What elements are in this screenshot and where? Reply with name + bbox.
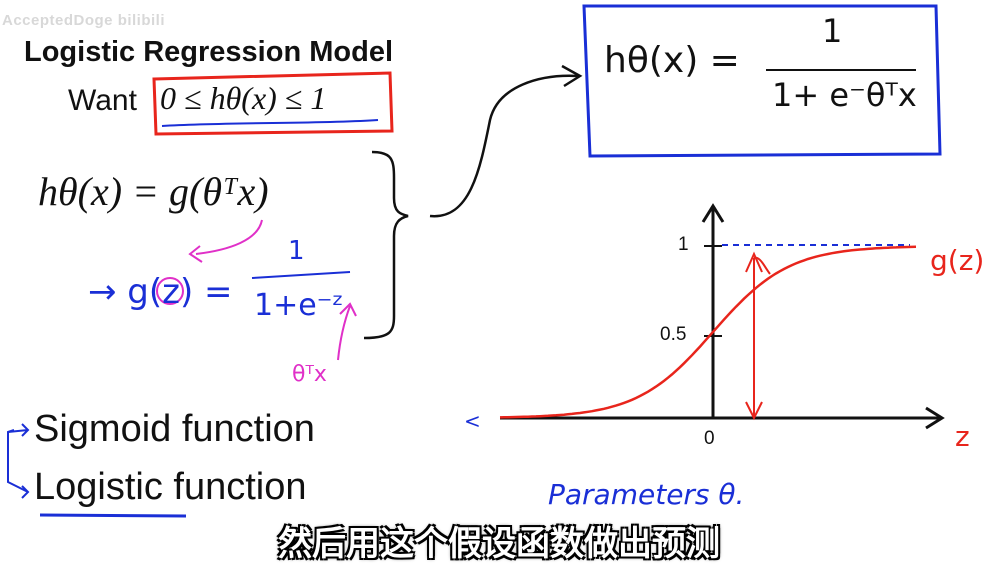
x-tick-label-0: 0 [704,428,715,449]
bracket-arrows [7,429,29,493]
magenta-circle-z [156,277,184,305]
blue-formula-box [582,4,942,158]
theta-transpose-x-note: θᵀx [292,362,327,387]
x-axis-arrow [925,406,945,430]
watermark-logo: AcceptedDoge bilibili [2,12,166,29]
curly-brace [363,150,409,340]
y-tick-label-half: 0.5 [660,324,687,345]
y-axis-arrow [701,203,725,223]
blue-underline-ineq [161,119,379,127]
left-axis-marker: < [464,409,481,433]
parameters-note: Parameters θ. [548,478,745,511]
magenta-arrow-bottom [337,305,351,361]
sigmoid-chart: < [464,203,945,433]
sigmoid-function-label: Sigmoid function [34,408,315,450]
blue-underline-logistic [39,513,187,518]
g-definition-denominator: 1+e⁻ᶻ [254,288,344,323]
logistic-function-label: Logistic function [34,466,307,508]
boxed-formula-lhs: hθ(x) = [604,40,740,81]
g-definition-lhs: → g(z) = [88,272,233,312]
red-highlight-box [152,71,394,136]
curve-label-gz: g(z) [930,244,985,277]
want-label: Want [68,84,137,117]
g-fraction-bar [251,271,351,279]
boxed-formula-denominator: 1+ e⁻θᵀx [772,76,917,114]
hypothesis-formula: hθ(x) = g(θᵀx) [38,169,269,214]
x-axis-label-z: z [955,420,970,453]
slide-title: Logistic Regression Model [24,36,393,68]
boxed-formula-numerator: 1 [822,12,843,50]
sigmoid-curve [499,245,917,419]
magenta-arrow-top [195,219,263,255]
arrow-to-box [429,74,579,218]
want-expression: 0 ≤ hθ(x) ≤ 1 [160,80,327,116]
video-subtitle: 然后用这个假设函数做出预测 [278,524,720,564]
g-definition-numerator: 1 [288,236,305,266]
y-tick-label-1: 1 [678,234,689,255]
